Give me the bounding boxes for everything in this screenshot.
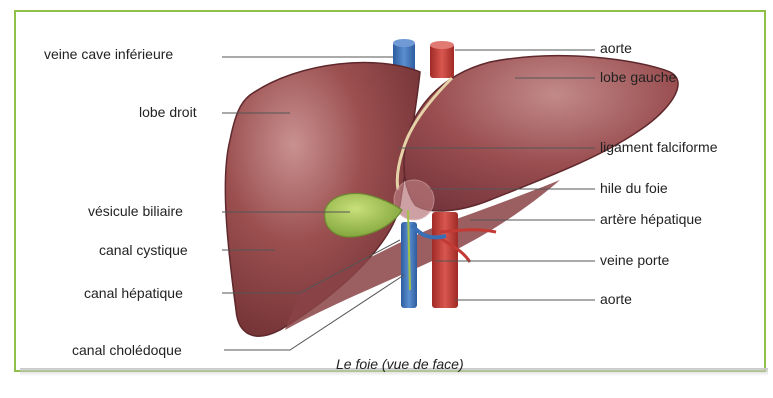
- label-common-bile-duct: canal cholédoque: [72, 342, 182, 358]
- label-aorta-bottom: aorte: [600, 291, 632, 307]
- label-portal-vein: veine porte: [600, 252, 669, 268]
- label-hepatic-artery: artère hépatique: [600, 211, 702, 227]
- label-left-lobe: lobe gauche: [600, 69, 676, 85]
- label-cystic-duct: canal cystique: [99, 242, 188, 258]
- aorta-top: [430, 41, 454, 78]
- label-hepatic-duct: canal hépatique: [84, 285, 183, 301]
- label-right-lobe: lobe droit: [139, 104, 197, 120]
- label-inferior-vena-cava: veine cave inférieure: [44, 46, 173, 62]
- figure-caption: Le foie (vue de face): [336, 356, 464, 372]
- label-aorta-top: aorte: [600, 40, 632, 56]
- label-hilum: hile du foie: [600, 180, 668, 196]
- label-falciform-ligament: ligament falciforme: [600, 139, 718, 155]
- label-gallbladder: vésicule biliaire: [88, 203, 183, 219]
